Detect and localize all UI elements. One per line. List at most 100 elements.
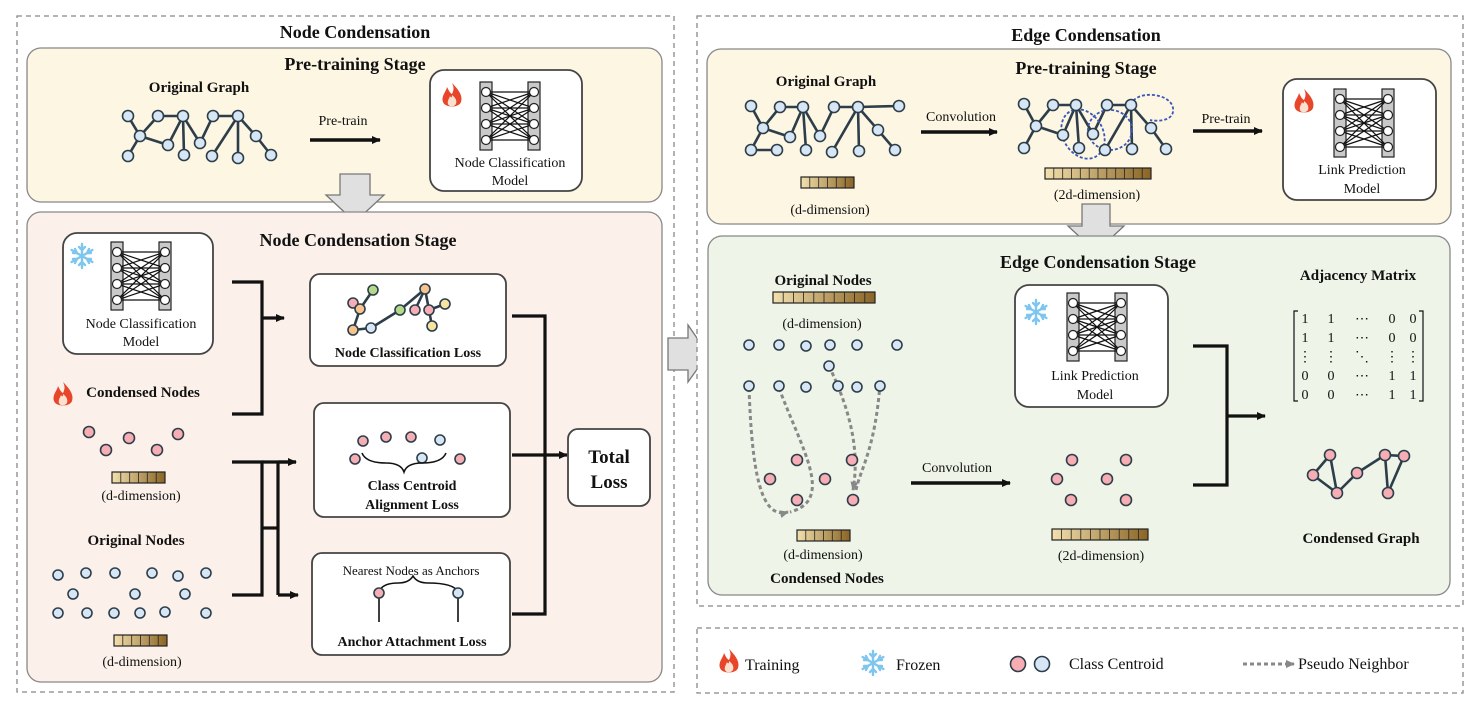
anchor-caption: Nearest Nodes as Anchors — [343, 563, 480, 578]
matrix-cell: 0 — [1410, 312, 1417, 327]
condensed-nodes-label: Condensed Nodes — [86, 385, 200, 401]
class-centroid-alignment-loss-box: Class Centroid Alignment Loss — [313, 402, 511, 518]
pretrain-label-edge: Pre-train — [1202, 112, 1251, 127]
original-dim-label: (d-dimension) — [102, 655, 182, 670]
edge-original-graph-label: Original Graph — [776, 74, 877, 90]
convolved-condensed-nodes — [1050, 453, 1133, 507]
matrix-cell: 0 — [1328, 369, 1335, 384]
feature-vector-d — [800, 176, 855, 189]
matrix-cell: 1 — [1410, 388, 1417, 403]
total-loss-line1: Total — [588, 447, 630, 468]
neural-network-icon — [1333, 88, 1395, 158]
link-prediction-model-card: Link Prediction Model — [1282, 78, 1437, 201]
matrix-cell: ⋯ — [1355, 369, 1369, 384]
matrix-cell: 0 — [1389, 331, 1396, 346]
matrix-cell: 1 — [1302, 312, 1309, 327]
alignment-loss-label-line2: Alignment Loss — [365, 498, 459, 513]
anchor-attachment-loss-box: Nearest Nodes as Anchors Anchor Attachme… — [311, 552, 511, 656]
frozen-link-prediction-model-card: Link Prediction Model — [1014, 284, 1169, 408]
legend-class-centroid: Class Centroid — [1069, 656, 1164, 673]
legend-red-centroid — [1009, 655, 1027, 673]
node-classification-loss-label: Node Classification Loss — [335, 346, 482, 361]
neural-network-icon — [1066, 292, 1128, 362]
edge-condensed-nodes-label: Condensed Nodes — [770, 571, 884, 587]
matrix-cell: ⋯ — [1355, 331, 1369, 346]
matrix-cell: 0 — [1328, 388, 1335, 403]
edge-2d-dim-label-bottom: (2d-dimension) — [1058, 549, 1145, 564]
edge-stage-title: Edge Condensation Stage — [1000, 252, 1196, 272]
matrix-cell: 1 — [1389, 388, 1396, 403]
feature-vector-d — [796, 529, 851, 542]
original-nodes — [52, 567, 212, 619]
edge-condensed-dim-label: (d-dimension) — [783, 548, 863, 563]
neural-network-icon — [110, 241, 172, 311]
condensed-graph-label: Condensed Graph — [1302, 531, 1420, 547]
node-stage-title: Node Condensation Stage — [259, 230, 456, 250]
neural-network-icon — [479, 81, 541, 151]
frozen-link-model-line2: Model — [1077, 388, 1114, 403]
legend-box — [696, 627, 1464, 694]
legend-training: Training — [745, 657, 800, 674]
matrix-cell: ⋮ — [1298, 350, 1312, 365]
original-graph — [121, 109, 278, 165]
edge-condensation-title: Edge Condensation — [1011, 25, 1161, 45]
edge-original-graph — [744, 99, 906, 159]
node-classification-loss-box: Node Classification Loss — [309, 273, 507, 367]
feature-vector-d — [113, 634, 168, 647]
total-loss-line2: Loss — [591, 472, 628, 493]
condensed-dim-label: (d-dimension) — [101, 489, 181, 504]
node-classification-model-card: Node Classification Model — [429, 69, 583, 192]
convolution-label-bottom: Convolution — [922, 461, 992, 476]
matrix-cell: 1 — [1328, 331, 1335, 346]
edge-condensed-nodes — [763, 453, 860, 507]
edge-d-dim-label: (d-dimension) — [790, 203, 870, 218]
feature-vector-d — [111, 471, 166, 484]
matrix-cell: ⋮ — [1324, 350, 1338, 365]
total-loss-box: Total Loss — [567, 428, 651, 507]
matrix-cell: 0 — [1302, 388, 1309, 403]
matrix-cell: ⋯ — [1355, 388, 1369, 403]
matrix-cell: 1 — [1302, 331, 1309, 346]
matrix-cell: 0 — [1410, 331, 1417, 346]
node-original-graph-label: Original Graph — [149, 80, 250, 96]
matrix-cell: ⋮ — [1385, 350, 1399, 365]
frozen-model-label-line1: Node Classification — [86, 317, 197, 332]
adjacency-matrix-title: Adjacency Matrix — [1300, 268, 1417, 284]
edge-original-nodes-label: Original Nodes — [774, 273, 871, 289]
edge-pretraining-title: Pre-training Stage — [1015, 58, 1156, 78]
matrix-cell: ⋮ — [1406, 350, 1420, 365]
connector-lines — [232, 280, 568, 616]
original-nodes-label: Original Nodes — [87, 533, 184, 549]
feature-vector-d — [772, 291, 876, 304]
matrix-cell: 1 — [1389, 369, 1396, 384]
node-condensation-title: Node Condensation — [280, 22, 431, 42]
model-label-line2: Model — [492, 174, 529, 189]
legend-pseudo-neighbor: Pseudo Neighbor — [1298, 656, 1409, 673]
matrix-cell: 1 — [1410, 369, 1417, 384]
edge-original-nodes — [743, 339, 903, 393]
edge-original-dim-label: (d-dimension) — [782, 317, 862, 332]
feature-vector-2d — [1044, 167, 1152, 180]
condensed-nodes — [82, 425, 185, 457]
edge-2d-dim-label: (2d-dimension) — [1054, 188, 1141, 203]
matrix-cell: 0 — [1389, 312, 1396, 327]
edge-connector-lines — [1193, 344, 1266, 487]
feature-vector-2d — [1051, 528, 1149, 541]
link-model-label-line1: Link Prediction — [1318, 163, 1406, 178]
node-pretraining-title: Pre-training Stage — [284, 54, 425, 74]
convolution-label-top: Convolution — [926, 110, 996, 125]
link-model-label-line2: Model — [1344, 182, 1381, 197]
frozen-classification-model-card: Node Classification Model — [62, 232, 214, 355]
pseudo-neighbor-arrows — [747, 365, 882, 519]
matrix-cell: 1 — [1328, 312, 1335, 327]
matrix-cell: ⋯ — [1355, 312, 1369, 327]
matrix-cell: ⋱ — [1355, 350, 1369, 365]
anchor-attachment-loss-label: Anchor Attachment Loss — [337, 635, 487, 650]
frozen-model-label-line2: Model — [123, 335, 160, 350]
legend-frozen: Frozen — [896, 657, 940, 674]
legend-blue-centroid — [1033, 655, 1051, 673]
condensed-graph — [1306, 448, 1411, 500]
alignment-loss-label-line1: Class Centroid — [368, 479, 457, 494]
